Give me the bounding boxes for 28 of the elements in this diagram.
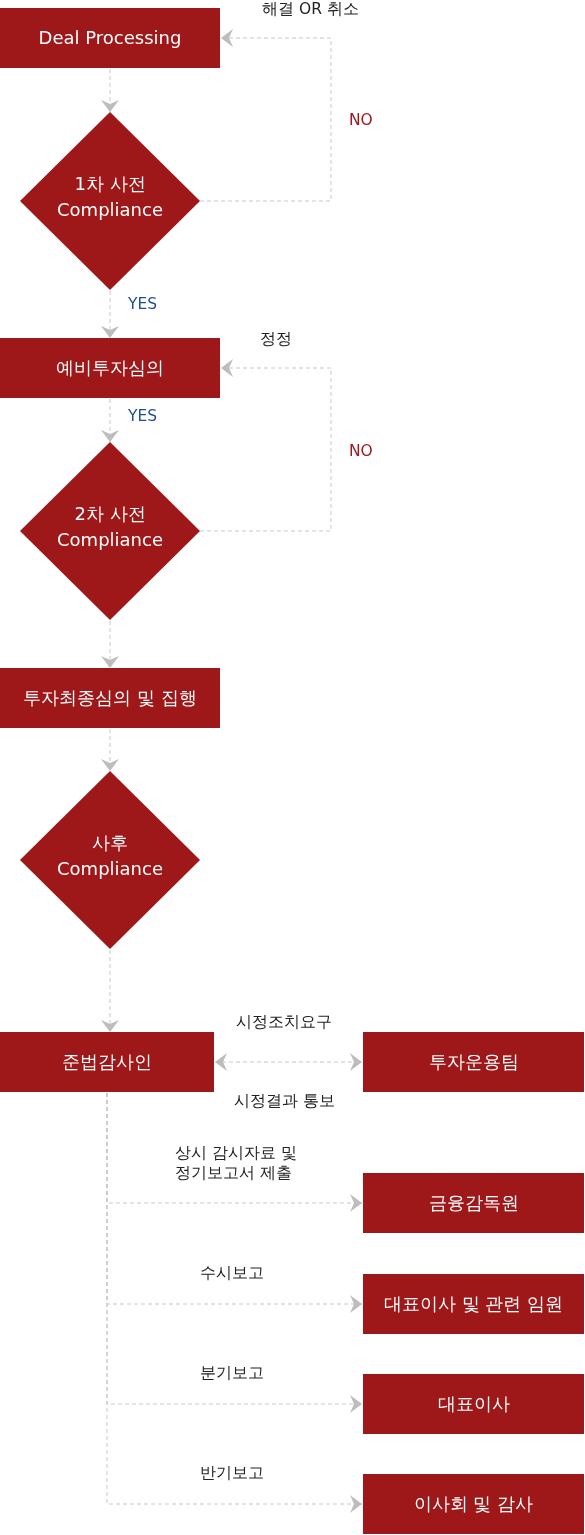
arrow xyxy=(101,949,119,1033)
annotation-text: 해결 OR 취소 xyxy=(262,0,359,19)
arrow xyxy=(199,29,332,202)
arrow xyxy=(101,728,119,772)
annotation-text: 정정 xyxy=(260,329,292,349)
process-box: 투자운용팀 xyxy=(363,1032,584,1092)
arrow xyxy=(101,398,119,443)
process-box: 대표이사 xyxy=(363,1374,584,1434)
double-arrow xyxy=(214,1053,363,1071)
process-box: 예비투자심의 xyxy=(0,338,220,398)
arrow xyxy=(101,68,119,113)
annotation-text: 시정결과 통보 xyxy=(234,1091,335,1111)
edge-label: 시정조치요구 xyxy=(236,1012,332,1032)
decision-diamond: 사후 Compliance xyxy=(20,771,200,949)
arrow xyxy=(101,290,119,339)
process-box: 투자최종심의 및 집행 xyxy=(0,668,220,728)
process-box: 대표이사 및 관련 임원 xyxy=(363,1274,584,1334)
process-box: 준법감사인 xyxy=(0,1032,214,1092)
decision-diamond: 1차 사전 Compliance xyxy=(20,112,200,290)
decision-diamond: 2차 사전 Compliance xyxy=(20,442,200,620)
edge-label: 수시보고 xyxy=(200,1263,264,1283)
process-box: Deal Processing xyxy=(0,8,220,68)
process-box: 이사회 및 감사 xyxy=(363,1474,584,1534)
edge-label: 반기보고 xyxy=(200,1463,264,1483)
process-box: 금융감독원 xyxy=(363,1173,584,1233)
arrow xyxy=(101,620,119,669)
arrow xyxy=(199,359,332,532)
edge-label: 분기보고 xyxy=(200,1363,264,1383)
